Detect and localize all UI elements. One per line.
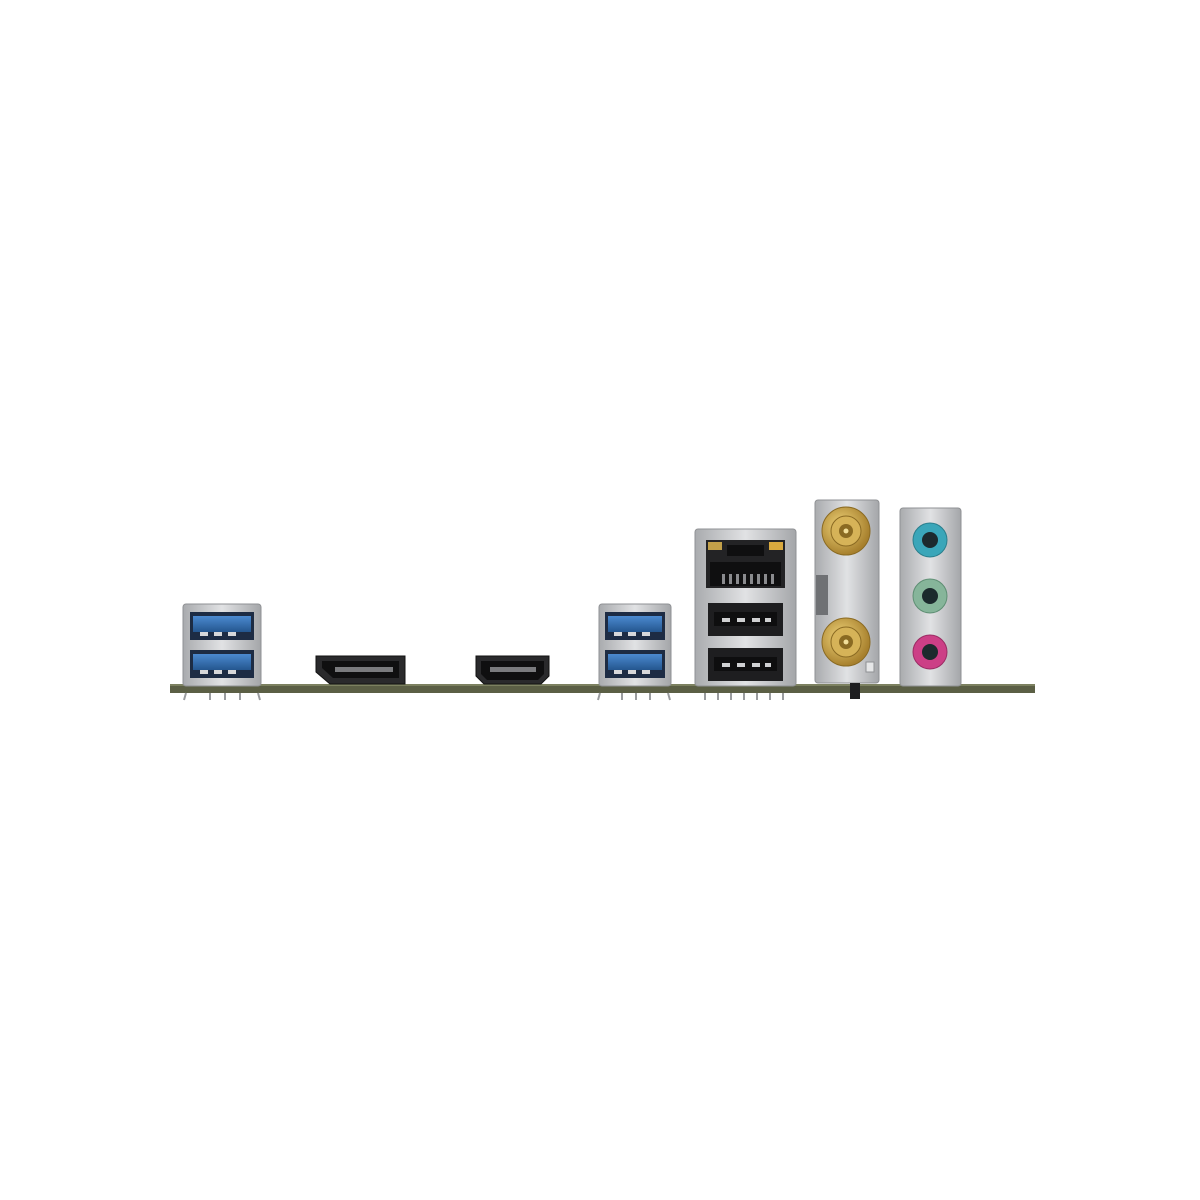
antenna-connector-bottom [821, 617, 871, 667]
audio-jack-panel [899, 507, 962, 687]
displayport-port [315, 655, 406, 685]
usb3-dual-port-right [597, 603, 672, 701]
hdmi-port [475, 655, 550, 685]
link-led-icon [708, 542, 722, 550]
mic-jack [912, 634, 948, 670]
antenna-connector-top [821, 506, 871, 556]
line-in-jack [912, 522, 948, 558]
usb3-dual-port-left [182, 603, 262, 701]
wifi-antenna-bracket [814, 499, 880, 699]
activity-led-icon [769, 542, 783, 550]
line-out-jack [912, 578, 948, 614]
ethernet-usb2-stack [694, 528, 797, 700]
